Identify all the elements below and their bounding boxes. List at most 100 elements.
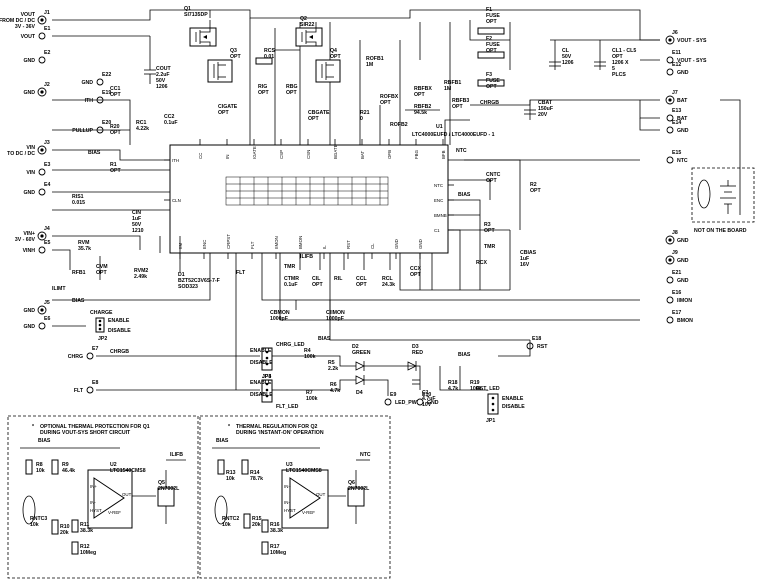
- label-ntc-1: NTC: [456, 148, 467, 154]
- text-line: 1206: [562, 60, 574, 66]
- text-line: OPT: [486, 84, 497, 90]
- text-line: 20V: [538, 112, 548, 118]
- label-flt-led: FLT_LED: [276, 404, 299, 410]
- ic-pin-label: CC: [198, 153, 203, 159]
- text-line: D2: [352, 344, 359, 350]
- label-ntc-2: NTC: [360, 452, 371, 458]
- connector-label: GND: [23, 190, 35, 196]
- terminal-icon: [96, 78, 104, 86]
- connector-ref: J4: [44, 226, 50, 232]
- ic-pin-label: IL: [322, 245, 327, 249]
- text-line: Q5: [158, 480, 165, 486]
- chrg-flt-nets: CHRGB FLT: [96, 253, 260, 391]
- text-line: CNTC: [486, 172, 501, 178]
- u3-out: OUT: [316, 492, 326, 497]
- text-line: R12: [80, 544, 90, 550]
- terminal-icon: [38, 168, 46, 176]
- connector-ref: J5: [44, 300, 50, 306]
- text-line: 20k: [60, 530, 69, 536]
- text-line: OPT: [96, 270, 107, 276]
- text-line: ROFBX: [380, 94, 399, 100]
- label-chrgb-net: CHRGB: [110, 349, 129, 355]
- label-bias-4: BIAS: [318, 336, 331, 342]
- text-line: OPT: [380, 100, 391, 106]
- text-line: F2: [486, 36, 492, 42]
- connector-label: 3V - 60V: [15, 237, 36, 243]
- connector-label: BAT: [677, 98, 688, 104]
- terminal-icon: [666, 156, 674, 164]
- label-rfb1: RFB1: [72, 270, 86, 276]
- text-line: CIIMON: [326, 310, 345, 316]
- text-line: R2: [530, 182, 537, 188]
- text-line: 4.22k: [136, 126, 149, 132]
- terminal-icon: [666, 126, 674, 134]
- text-line: Q4: [330, 48, 337, 54]
- text-line: 1uF: [132, 216, 141, 222]
- connector-label: CHRG: [68, 354, 83, 360]
- connector-ref: E11: [672, 50, 681, 56]
- terminal-icon: [86, 386, 94, 394]
- text-line: R17: [270, 544, 280, 550]
- terminal-icon: [38, 322, 46, 330]
- text-line: R8: [36, 462, 43, 468]
- connector-label: VIN+: [23, 231, 35, 237]
- text-line: OPTIONAL THERMAL PROTECTION FOR Q1: [40, 424, 150, 430]
- terminal-icon: [38, 246, 46, 254]
- connector-label: NTC: [677, 158, 688, 164]
- ic-pin-label: IIM: [178, 243, 183, 249]
- connector-label: GND: [23, 324, 35, 330]
- connector-label: VINH: [23, 248, 36, 254]
- power-path-wires: [52, 9, 741, 215]
- text-line: R7: [306, 390, 313, 396]
- label-jp3-disable: DISABLE: [250, 392, 273, 398]
- label-jp1-enable: ENABLE: [502, 396, 524, 402]
- connector-label: VOUT - SYS: [677, 58, 707, 64]
- connector-label: 3V - 36V: [15, 24, 36, 30]
- text-line: F3: [486, 72, 492, 78]
- text-line: OPT: [330, 54, 341, 60]
- ic-u1-body: [169, 144, 449, 254]
- ic-pin-label: IN: [225, 155, 230, 159]
- text-line: R20: [110, 124, 120, 130]
- text-line: OPT: [612, 54, 623, 60]
- star-2: *: [228, 424, 231, 430]
- text-line: 46.4k: [62, 468, 75, 474]
- ic-pin-label: ITH: [172, 158, 179, 163]
- label-chrgb: CHRGB: [480, 100, 499, 106]
- connector-ref: J1: [44, 10, 50, 16]
- text-line: RVM: [78, 240, 89, 246]
- text-line: DURING 'INSTANT-ON' OPERATION: [236, 430, 324, 436]
- u2-in-plus: IN+: [90, 484, 97, 489]
- text-line: 1M: [444, 86, 451, 92]
- ic-pin-label: CLN: [172, 198, 181, 203]
- text-line: OPT: [218, 110, 229, 116]
- label-rst-led: RST_LED: [476, 386, 500, 392]
- text-line: 10k: [36, 468, 45, 474]
